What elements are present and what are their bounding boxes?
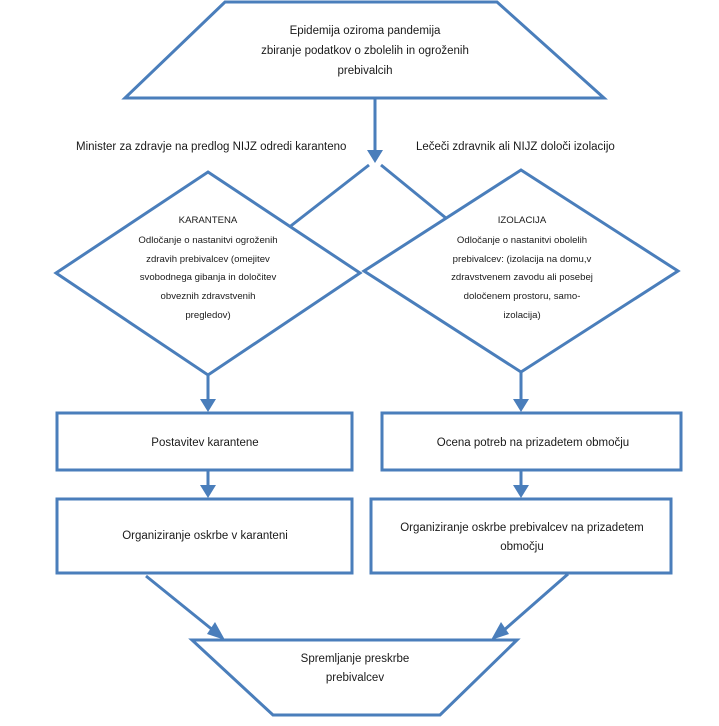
- shape-diamond-isolation[interactable]: [361, 168, 681, 374]
- connector-isolation-to-rect-right-1-arrowhead: [513, 399, 529, 412]
- connector-quarantine-to-rect-left-1-arrowhead: [200, 399, 216, 412]
- shape-diamond-quarantine[interactable]: [53, 170, 363, 377]
- connector-rect-right-2-to-end-arrowhead: [491, 622, 509, 640]
- connector-rect-right-2-to-end-line: [502, 572, 569, 633]
- connector-rect-left-1-to-left-2-arrowhead: [200, 485, 216, 498]
- connector-start-to-split-arrowhead: [367, 150, 383, 163]
- shape-rect-left-1[interactable]: [55, 411, 354, 472]
- shape-rect-right-2[interactable]: [369, 497, 673, 575]
- shape-rect-left-2[interactable]: [55, 497, 354, 575]
- shape-rect-right-1[interactable]: [380, 411, 683, 472]
- shape-end-trapezoid[interactable]: [188, 638, 521, 717]
- connector-split-to-quarantine-line: [282, 163, 370, 234]
- connector-rect-left-2-to-end-arrowhead: [207, 622, 225, 640]
- shape-start-trapezoid[interactable]: [121, 0, 608, 100]
- connector-rect-right-1-to-right-2-arrowhead: [513, 485, 529, 498]
- connector-rect-left-2-to-end-line: [145, 574, 215, 633]
